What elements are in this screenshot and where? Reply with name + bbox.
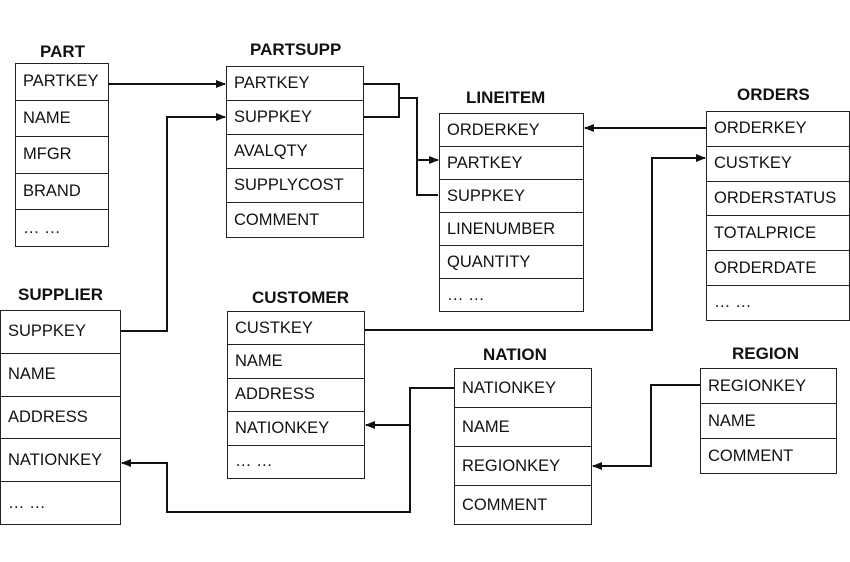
nation-field-nationkey: NATIONKEY (455, 369, 591, 408)
link-supplier-partsupp (121, 113, 226, 332)
orders-field-orderkey: ORDERKEY (707, 112, 849, 147)
supplier-field-more: … … (8, 493, 46, 512)
supplier-title: SUPPLIER (18, 285, 104, 304)
customer-table: CUSTKEY NAME ADDRESS NATIONKEY … … (227, 311, 365, 479)
orders-title: ORDERS (737, 85, 810, 104)
part-field-partkey: PARTKEY (16, 64, 108, 101)
lineitem-field-suppkey: SUPPKEY (440, 180, 583, 213)
supplier-field-address: ADDRESS (1, 397, 120, 440)
region-field-regionkey: REGIONKEY (701, 369, 836, 404)
partsupp-field-avalqty: AVALQTY (227, 135, 363, 169)
orders-field-totalprice: TOTALPRICE (707, 216, 849, 252)
supplier-field-suppkey: SUPPKEY (1, 311, 120, 354)
supplier-table: SUPPKEY NAME ADDRESS NATIONKEY … … (0, 310, 121, 525)
orders-table: ORDERKEY CUSTKEY ORDERSTATUS TOTALPRICE … (706, 111, 850, 321)
region-field-comment: COMMENT (708, 446, 794, 465)
link-region-nation (592, 384, 700, 470)
lineitem-field-linenumber: LINENUMBER (440, 213, 583, 246)
supplier-field-name: NAME (1, 354, 120, 397)
lineitem-field-orderkey: ORDERKEY (440, 114, 583, 147)
part-field-brand: BRAND (16, 174, 108, 211)
lineitem-field-more: … … (447, 285, 485, 304)
customer-field-custkey: CUSTKEY (228, 312, 364, 346)
link-nation-customer (365, 387, 454, 429)
region-table: REGIONKEY NAME COMMENT (700, 368, 837, 474)
partsupp-field-supplycost: SUPPLYCOST (227, 169, 363, 203)
partsupp-title: PARTSUPP (250, 40, 342, 59)
nation-field-comment: COMMENT (462, 495, 548, 514)
region-title: REGION (732, 344, 800, 363)
part-field-mfgr: MFGR (16, 137, 108, 174)
link-customer-orders (365, 154, 706, 331)
nation-title: NATION (483, 345, 547, 364)
link-partsupp-lineitem-suppkey (364, 98, 438, 196)
customer-field-address: ADDRESS (228, 379, 364, 413)
orders-field-more: … … (714, 293, 752, 312)
partsupp-field-suppkey: SUPPKEY (227, 101, 363, 135)
lineitem-table: ORDERKEY PARTKEY SUPPKEY LINENUMBER QUAN… (439, 113, 584, 312)
customer-field-more: … … (235, 452, 273, 471)
supplier-field-nationkey: NATIONKEY (1, 439, 120, 483)
partsupp-table: PARTKEY SUPPKEY AVALQTY SUPPLYCOST COMME… (226, 66, 364, 238)
nation-field-name: NAME (455, 408, 591, 447)
orders-field-orderdate: ORDERDATE (707, 251, 849, 286)
lineitem-field-quantity: QUANTITY (440, 246, 583, 279)
lineitem-title: LINEITEM (466, 88, 546, 107)
link-partsupp-lineitem-partkey (364, 83, 439, 164)
customer-field-nationkey: NATIONKEY (228, 412, 364, 446)
partsupp-field-comment: COMMENT (234, 210, 320, 229)
part-field-name: NAME (16, 101, 108, 138)
customer-title: CUSTOMER (252, 288, 349, 307)
orders-field-orderstatus: ORDERSTATUS (707, 182, 849, 217)
region-field-name: NAME (701, 404, 836, 439)
nation-table: NATIONKEY NAME REGIONKEY COMMENT (454, 368, 592, 525)
lineitem-field-partkey: PARTKEY (440, 147, 583, 180)
customer-field-name: NAME (228, 345, 364, 379)
part-title: PART (40, 42, 86, 61)
part-field-more: … … (23, 218, 61, 237)
orders-field-custkey: CUSTKEY (707, 147, 849, 182)
nation-field-regionkey: REGIONKEY (455, 447, 591, 486)
part-table: PARTKEY NAME MFGR BRAND … … (15, 63, 109, 247)
partsupp-field-partkey: PARTKEY (227, 67, 363, 101)
link-nation-supplier (121, 425, 411, 513)
